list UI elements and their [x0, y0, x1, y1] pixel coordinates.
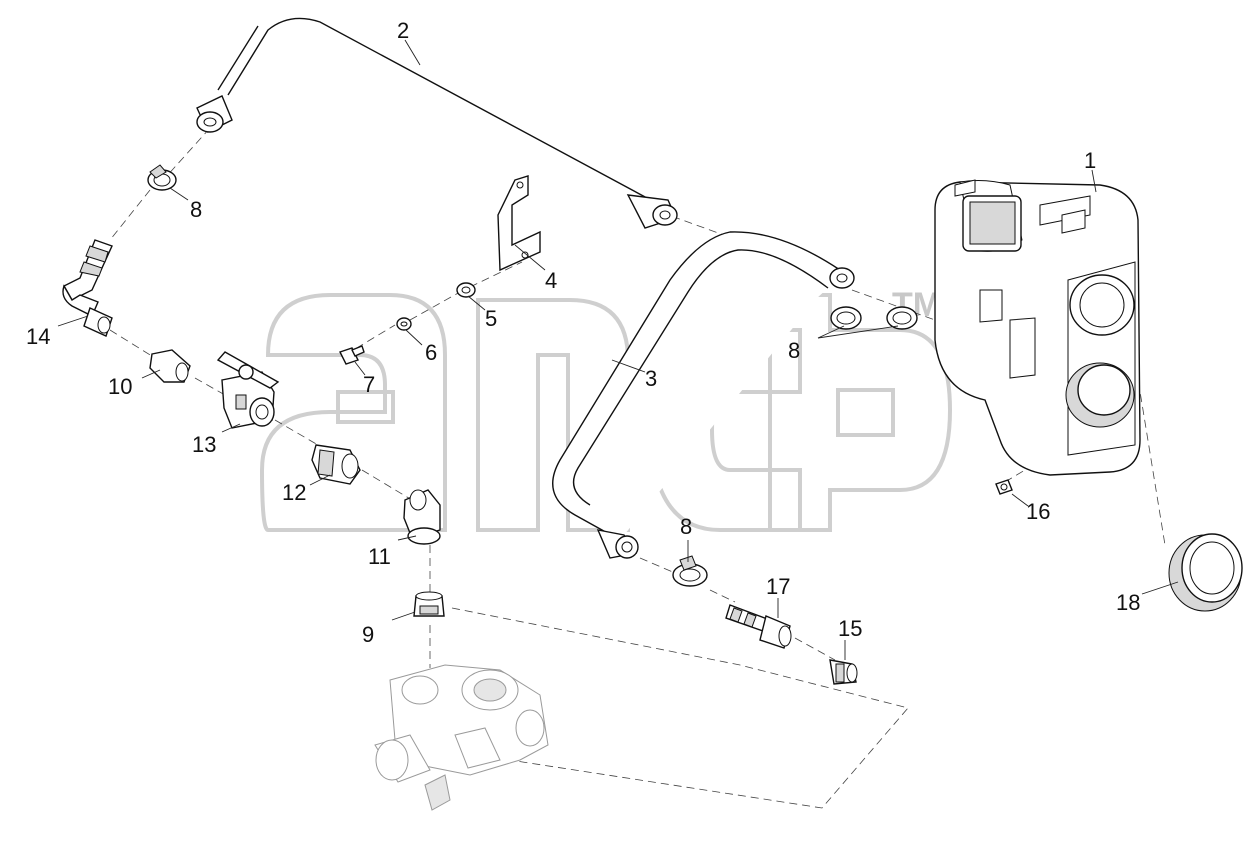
part-10-nipple [149, 349, 191, 383]
callout-1: 1 [1084, 148, 1096, 173]
part-17-hose-barb [725, 604, 792, 649]
callout-8-upper: 8 [190, 197, 202, 222]
callout-17: 17 [766, 574, 790, 599]
callout-15: 15 [838, 616, 862, 641]
callout-9: 9 [362, 622, 374, 647]
part-2-hose [196, 17, 678, 229]
callout-8-pair: 8 [788, 338, 800, 363]
part-13-ball-valve [216, 351, 280, 429]
part-15-plug [829, 659, 858, 685]
part-12-fitting [311, 444, 361, 485]
callout-4: 4 [545, 268, 557, 293]
part-1-housing [934, 179, 1141, 476]
part-5-washer [456, 282, 476, 298]
callout-18: 18 [1116, 590, 1140, 615]
part-11-elbow [403, 489, 441, 545]
callout-2: 2 [397, 18, 409, 43]
callout-11: 11 [368, 544, 391, 569]
part-8-clamp-pair [830, 306, 918, 330]
pump-background-component [374, 664, 549, 811]
part-8-clamp-upper [147, 164, 177, 191]
part-9-nipple [413, 591, 445, 617]
part-6-washer [396, 317, 412, 331]
part-7-bolt [339, 345, 365, 365]
part-18-cap [1168, 533, 1243, 612]
part-8-clamp-lower [672, 555, 708, 587]
part-14-elbow-pipe [62, 239, 113, 337]
part-3-hose [552, 231, 855, 559]
callout-7: 7 [363, 372, 375, 397]
callout-14: 14 [26, 324, 50, 349]
leader-lines [57, 39, 1179, 660]
callout-3: 3 [645, 366, 657, 391]
callout-6: 6 [425, 340, 437, 365]
callout-5: 5 [485, 306, 497, 331]
callout-13: 13 [192, 432, 216, 457]
callout-8-lower: 8 [680, 514, 692, 539]
callout-10: 10 [108, 374, 132, 399]
callout-16: 16 [1026, 499, 1050, 524]
callout-labels: 1 2 3 4 5 6 7 8 8 8 9 10 11 12 13 14 15 … [26, 18, 1140, 647]
part-4-bracket [497, 175, 541, 272]
callout-12: 12 [282, 480, 306, 505]
part-16-screw [995, 479, 1013, 495]
